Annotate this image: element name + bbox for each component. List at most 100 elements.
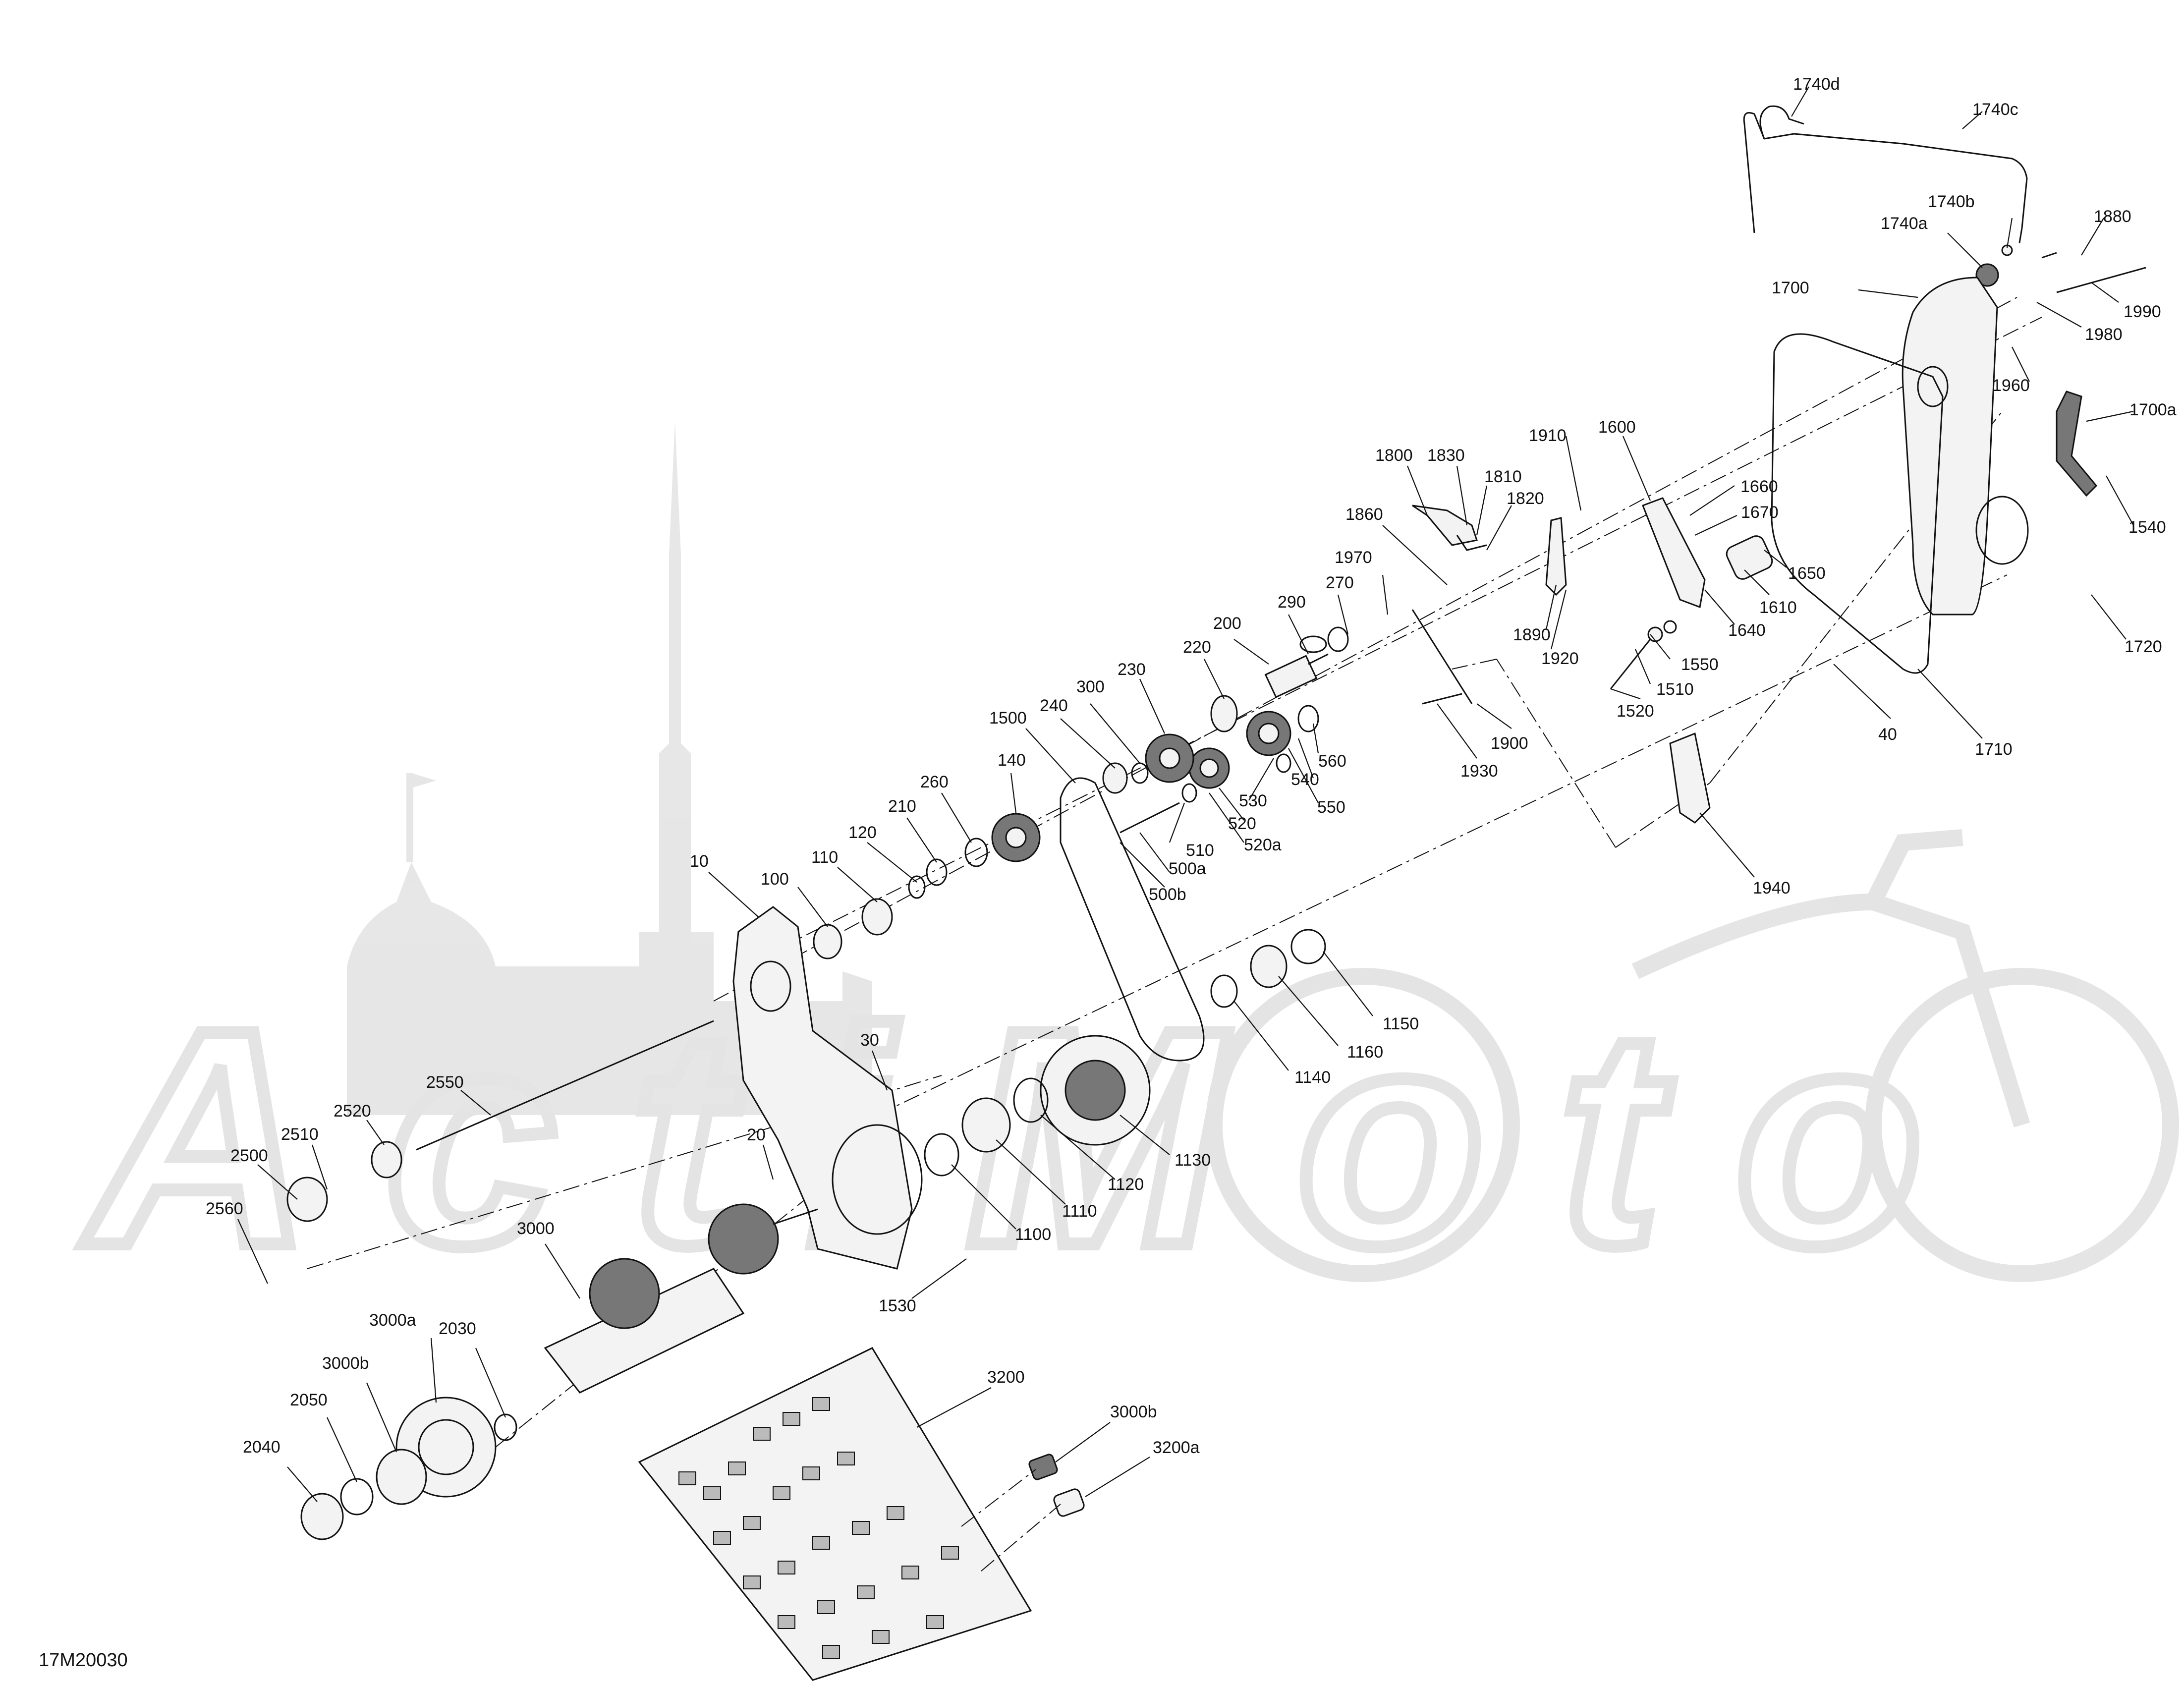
callout-300: 300 <box>1076 677 1105 696</box>
callout-2510: 2510 <box>281 1125 319 1144</box>
callout-1510: 1510 <box>1656 680 1694 699</box>
callout-1800: 1800 <box>1375 446 1413 465</box>
leader-lines <box>237 86 2134 1502</box>
guide-1610 <box>1726 535 1773 580</box>
seal-1140 <box>1210 974 1238 1008</box>
bearing-3000b-left <box>376 1449 427 1505</box>
chain-1500 <box>1060 777 1205 1062</box>
callout-270: 270 <box>1326 573 1354 592</box>
callout-1970: 1970 <box>1335 548 1372 567</box>
callout-1890: 1890 <box>1513 625 1551 644</box>
callout-2030: 2030 <box>439 1319 476 1338</box>
callout-1910: 1910 <box>1529 426 1567 445</box>
callout-1110: 1110 <box>1062 1202 1097 1221</box>
ring-1120 <box>1013 1077 1049 1123</box>
callout-1820: 1820 <box>1507 489 1544 508</box>
bearing-2040 <box>300 1493 344 1540</box>
parts <box>286 105 2146 1681</box>
callout-1100: 1100 <box>1015 1225 1051 1244</box>
callout-1500: 1500 <box>989 709 1027 728</box>
callout-260: 260 <box>920 773 949 791</box>
callout-1990: 1990 <box>2124 302 2161 321</box>
fitting-1740a <box>1975 263 1999 287</box>
shaft-2550 <box>416 1020 714 1151</box>
callout-2050: 2050 <box>290 1391 328 1409</box>
callout-1740a: 1740a <box>1881 214 1928 233</box>
track-3200 <box>638 1347 1032 1681</box>
bearing-240 <box>1102 762 1128 794</box>
callout-500a: 500a <box>1169 859 1206 878</box>
bearing-1160 <box>1250 945 1288 988</box>
callout-220: 220 <box>1183 638 1211 657</box>
callout-3000: 3000 <box>517 1219 555 1238</box>
callout-500b: 500b <box>1149 885 1186 904</box>
flange-2500 <box>286 1177 328 1222</box>
callout-1860: 1860 <box>1345 505 1383 524</box>
case-10 <box>732 906 913 1270</box>
callout-30: 30 <box>860 1031 879 1050</box>
callout-1960: 1960 <box>1992 376 2030 395</box>
callout-1710: 1710 <box>1975 740 2013 759</box>
track-clips <box>678 1397 959 1659</box>
callout-2520: 2520 <box>334 1102 371 1121</box>
callout-1130: 1130 <box>1175 1151 1211 1170</box>
callout-550: 550 <box>1317 798 1345 817</box>
callout-1520: 1520 <box>1617 702 1654 721</box>
callout-1650: 1650 <box>1788 564 1826 583</box>
callout-140: 140 <box>998 751 1026 770</box>
callout-labels: 1740d 1740c 1740b 1740a 1880 1700 1990 1… <box>206 75 2177 1457</box>
gasket-1710 <box>1771 333 1944 674</box>
callout-560: 560 <box>1318 752 1346 771</box>
bearing-2520 <box>371 1141 402 1179</box>
bearing-1110 <box>961 1097 1011 1153</box>
callout-10: 10 <box>690 852 709 871</box>
cover-1700 <box>1902 277 1998 616</box>
bearing-1150 <box>1290 929 1326 964</box>
callout-1150: 1150 <box>1383 1014 1419 1033</box>
callout-110: 110 <box>811 848 838 867</box>
callout-120: 120 <box>848 823 877 842</box>
callout-1550: 1550 <box>1681 655 1719 674</box>
fork-1890 <box>1545 517 1567 596</box>
sensor-1940 <box>1669 732 1711 824</box>
callout-1830: 1830 <box>1427 446 1465 465</box>
callout-3200: 3200 <box>987 1368 1025 1387</box>
callout-1700: 1700 <box>1772 279 1809 297</box>
callout-20: 20 <box>747 1125 766 1144</box>
callout-1600: 1600 <box>1598 418 1636 437</box>
callout-1160: 1160 <box>1347 1043 1383 1062</box>
callout-1920: 1920 <box>1541 649 1579 668</box>
bearing-110 <box>861 898 893 936</box>
callout-1610: 1610 <box>1759 598 1797 617</box>
bushing-3000b-right <box>1028 1454 1058 1480</box>
callout-1670: 1670 <box>1741 503 1779 522</box>
callout-210: 210 <box>888 797 916 816</box>
seal-1100 <box>924 1133 959 1177</box>
bracket-1700a <box>2056 391 2098 497</box>
callout-2500: 2500 <box>230 1146 268 1165</box>
callout-510: 510 <box>1186 841 1214 860</box>
ring-2050 <box>340 1478 374 1516</box>
tube-1740c <box>1743 112 2028 243</box>
shaft-500a <box>1120 802 1180 834</box>
ring-2030 <box>494 1413 517 1441</box>
callout-1540: 1540 <box>2128 518 2166 537</box>
callout-520: 520 <box>1228 814 1256 833</box>
callout-230: 230 <box>1118 660 1146 679</box>
callout-1880: 1880 <box>2094 207 2131 226</box>
callout-1900: 1900 <box>1491 734 1528 753</box>
callout-2040: 2040 <box>243 1438 280 1457</box>
callout-1120: 1120 <box>1108 1175 1144 1194</box>
bearing-100 <box>813 924 842 959</box>
callout-40: 40 <box>1878 725 1897 744</box>
tube-1740d <box>1759 105 1804 139</box>
bearing-220 <box>1210 695 1238 732</box>
callout-1720: 1720 <box>2125 637 2162 656</box>
callout-2560: 2560 <box>206 1199 243 1218</box>
fork-1800 <box>1412 505 1478 546</box>
callout-1740c: 1740c <box>1972 100 2018 119</box>
callout-240: 240 <box>1040 696 1068 715</box>
callout-1530: 1530 <box>879 1296 916 1315</box>
shaft-200 <box>1264 655 1318 698</box>
